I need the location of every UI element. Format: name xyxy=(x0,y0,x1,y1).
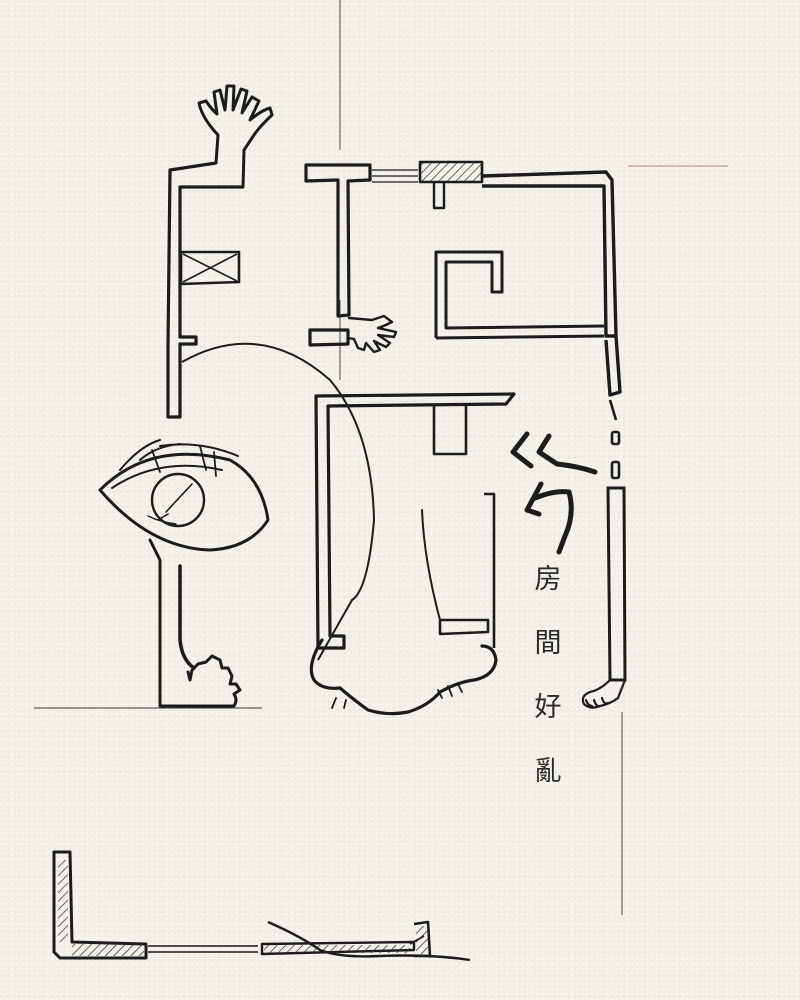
title-char-4: 亂 xyxy=(534,756,562,787)
eye-icon xyxy=(98,439,270,552)
title-char-1: 房 xyxy=(534,564,562,595)
title-char-2: 間 xyxy=(534,628,562,659)
room-center xyxy=(314,392,516,650)
title-char-3: 好 xyxy=(534,692,562,723)
room-upper xyxy=(434,170,622,421)
vertical-title: 房 間 好 亂 xyxy=(528,566,568,822)
top-wall xyxy=(304,160,484,347)
hand-lower-icon xyxy=(148,538,242,708)
hand-top-icon xyxy=(197,84,274,189)
face-profile-icon xyxy=(309,509,498,716)
foot-icon xyxy=(581,678,627,709)
bottom-wall xyxy=(52,850,471,962)
hand-middle-icon xyxy=(346,314,398,354)
guide-lines xyxy=(34,0,728,915)
left-wall xyxy=(166,161,243,419)
arc-curve xyxy=(181,342,376,661)
right-wall-dashes xyxy=(606,430,627,682)
brush-glyph-icon xyxy=(510,431,598,555)
